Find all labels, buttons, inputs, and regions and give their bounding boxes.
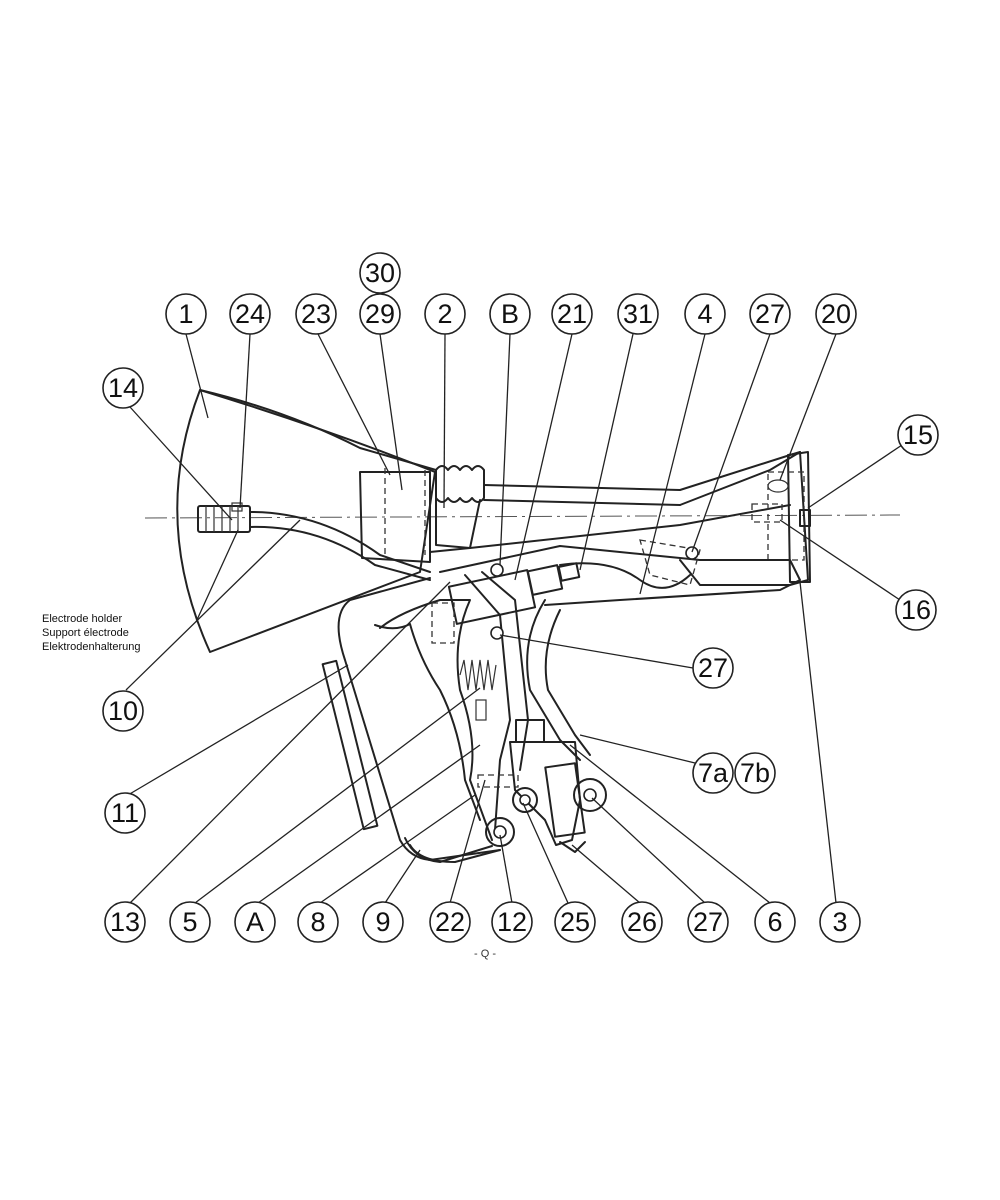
electrode-holder (197, 502, 431, 581)
center-axis-line (144, 514, 901, 519)
svg-text:29: 29 (365, 299, 395, 329)
svg-text:3: 3 (832, 907, 847, 937)
balloon-11: 11 (104, 792, 146, 834)
electrode-holder-caption: Electrode holder Support électrode Elekt… (42, 613, 140, 653)
svg-text:8: 8 (310, 907, 325, 937)
balloon-23: 23 (295, 293, 337, 335)
balloon-16: 16 (895, 589, 937, 631)
balloon-15: 15 (897, 414, 939, 456)
balloon-31: 31 (617, 293, 659, 335)
balloon-1: 1 (165, 293, 207, 335)
rear-body-part (439, 451, 811, 606)
balloon-26: 26 (621, 901, 663, 943)
balloon-3: 3 (819, 901, 861, 943)
balloon-30: 30 (359, 252, 401, 294)
svg-text:2: 2 (437, 299, 452, 329)
balloon-12: 12 (491, 901, 533, 943)
balloon-A: A (234, 901, 276, 943)
svg-text:7a: 7a (698, 758, 729, 788)
balloon-29: 29 (359, 293, 401, 335)
trigger-lever (431, 571, 529, 831)
leader-lines (125, 333, 903, 904)
svg-text:27: 27 (693, 907, 723, 937)
svg-text:20: 20 (821, 299, 851, 329)
balloon-27-mid: 27 (692, 647, 734, 689)
svg-text:27: 27 (755, 299, 785, 329)
svg-text:27: 27 (698, 653, 728, 683)
svg-text:31: 31 (623, 299, 653, 329)
balloon-7b: 7b (734, 752, 776, 794)
balloon-9: 9 (362, 901, 404, 943)
svg-text:26: 26 (627, 907, 657, 937)
svg-text:5: 5 (182, 907, 197, 937)
valve-body (485, 719, 607, 853)
trigger-spring (459, 659, 497, 691)
neck-tube-part (429, 451, 801, 553)
svg-text:15: 15 (903, 420, 933, 450)
svg-text:9: 9 (375, 907, 390, 937)
balloon-14: 14 (102, 367, 144, 409)
svg-text:24: 24 (235, 299, 265, 329)
svg-text:4: 4 (697, 299, 712, 329)
valve-cylinder (447, 562, 581, 625)
svg-text:13: 13 (110, 907, 140, 937)
balloon-27-bottom: 27 (687, 901, 729, 943)
caption-line-en: Electrode holder (42, 613, 122, 625)
balloon-21: 21 (551, 293, 593, 335)
cable-tube (526, 562, 691, 761)
svg-text:21: 21 (557, 299, 587, 329)
page-number: - Q - (474, 948, 496, 960)
balloon-22: 22 (429, 901, 471, 943)
balloon-25: 25 (554, 901, 596, 943)
caption-line-de: Elektrodenhalterung (42, 641, 140, 653)
svg-text:23: 23 (301, 299, 331, 329)
cable-9 (404, 837, 493, 863)
caption-line-fr: Support électrode (42, 627, 129, 639)
balloon-10: 10 (102, 690, 144, 732)
balloon-27-top: 27 (749, 293, 791, 335)
svg-text:7b: 7b (740, 758, 770, 788)
svg-text:30: 30 (365, 258, 395, 288)
balloon-24: 24 (229, 293, 271, 335)
balloon-7a: 7a (692, 752, 734, 794)
balloon-20: 20 (815, 293, 857, 335)
balloon-13: 13 (104, 901, 146, 943)
svg-text:16: 16 (901, 595, 931, 625)
svg-text:6: 6 (767, 907, 782, 937)
torch-head-part (176, 389, 437, 653)
svg-text:12: 12 (497, 907, 527, 937)
svg-text:A: A (246, 907, 264, 937)
svg-text:11: 11 (111, 798, 139, 828)
svg-text:10: 10 (108, 696, 138, 726)
balloon-8: 8 (297, 901, 339, 943)
balloon-6: 6 (754, 901, 796, 943)
svg-text:B: B (501, 299, 519, 329)
svg-text:1: 1 (178, 299, 193, 329)
svg-text:22: 22 (435, 907, 465, 937)
svg-text:14: 14 (108, 373, 138, 403)
balloon-5: 5 (169, 901, 211, 943)
svg-text:25: 25 (560, 907, 590, 937)
balloon-2: 2 (424, 293, 466, 335)
balloon-4: 4 (684, 293, 726, 335)
balloon-B: B (489, 293, 531, 335)
